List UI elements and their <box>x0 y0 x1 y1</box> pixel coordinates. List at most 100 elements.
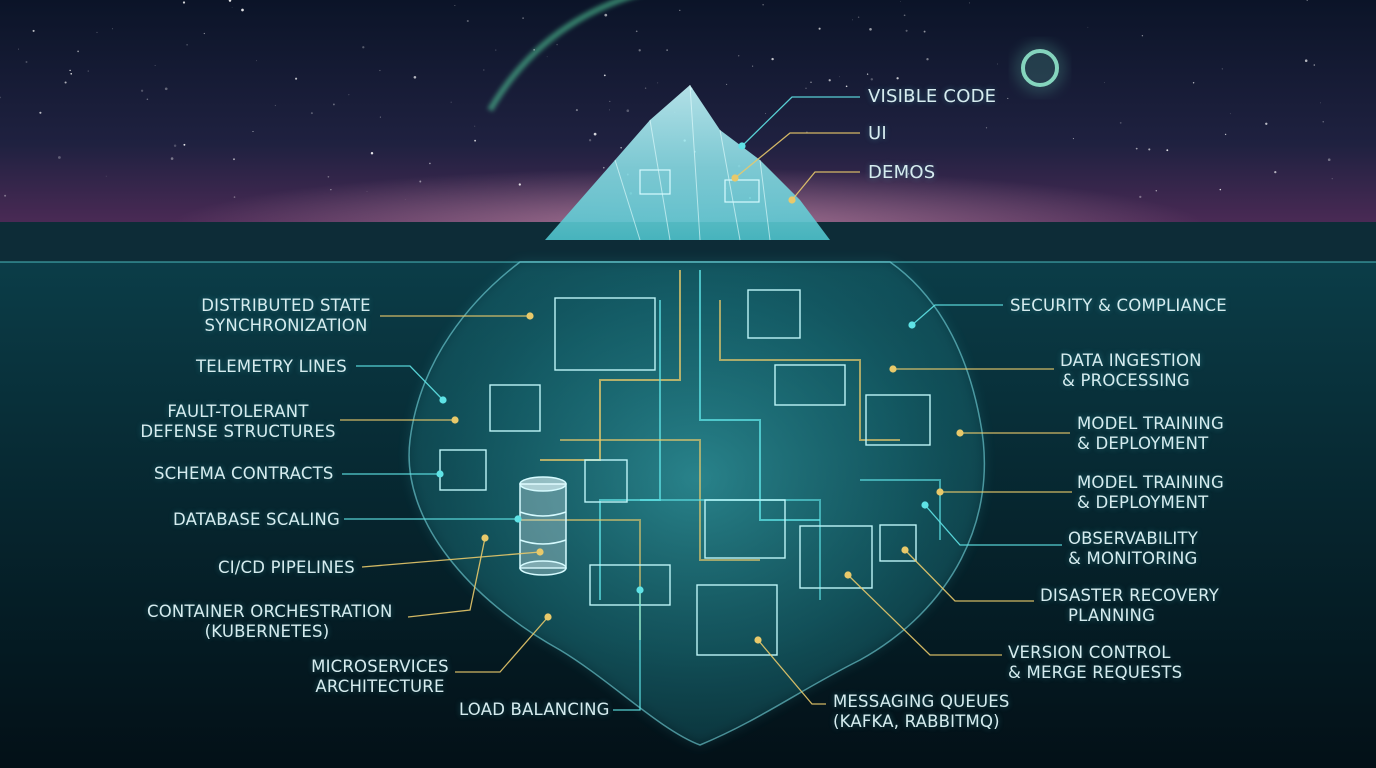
star <box>726 83 728 85</box>
star <box>231 7 233 8</box>
cicd-pipelines-label: CI/CD PIPELINES <box>218 558 355 577</box>
star <box>1166 149 1169 152</box>
observability-label: OBSERVABILITY & MONITORING <box>1068 529 1198 568</box>
star <box>896 77 899 80</box>
star <box>1221 68 1223 70</box>
demos-label: DEMOS <box>868 162 936 183</box>
leader-disaster <box>904 549 1034 602</box>
star <box>905 29 908 32</box>
star <box>1155 190 1158 192</box>
star <box>203 32 205 35</box>
star <box>25 61 28 63</box>
star <box>274 104 277 107</box>
star <box>413 76 417 79</box>
distributed-state-label: DISTRIBUTED STATE SYNCHRONIZATION <box>201 296 371 335</box>
leader-container-dot <box>481 534 489 542</box>
leader-telemetry <box>356 365 444 401</box>
data-ingestion-label: DATA INGESTION & PROCESSING <box>1060 351 1202 390</box>
star <box>635 30 638 33</box>
star <box>771 57 774 61</box>
star <box>483 69 485 71</box>
star <box>908 173 910 175</box>
star <box>327 175 330 178</box>
star <box>186 44 188 46</box>
model-training-label-1: MODEL TRAINING & DEPLOYMENT <box>1077 414 1224 453</box>
leader-cicd-dot <box>536 548 544 556</box>
star <box>765 112 767 114</box>
star <box>1319 102 1321 104</box>
disaster-recovery-label: DISASTER RECOVERY PLANNING <box>1040 586 1220 625</box>
star <box>869 28 872 31</box>
security-compliance-label: SECURITY & COMPLIANCE <box>1010 296 1227 315</box>
leader-observability <box>924 504 1062 546</box>
star <box>657 82 659 84</box>
leader-distributed-state-dot <box>526 312 534 320</box>
star <box>604 13 608 17</box>
star <box>111 28 113 30</box>
leader-database-dot <box>514 515 522 523</box>
model-training-label-2: MODEL TRAINING & DEPLOYMENT <box>1077 473 1224 512</box>
star <box>909 98 913 102</box>
version-control-label: VERSION CONTROL & MERGE REQUESTS <box>1008 643 1183 682</box>
load-balancing-label: LOAD BALANCING <box>459 700 610 719</box>
leader-dots <box>436 142 964 644</box>
leader-disaster-dot <box>901 546 909 554</box>
star <box>379 69 381 72</box>
star <box>474 139 477 142</box>
star <box>32 29 35 32</box>
star <box>77 50 79 53</box>
star <box>857 16 860 19</box>
leader-model-training-2-dot <box>936 488 944 496</box>
star <box>1229 113 1231 115</box>
star <box>154 65 156 67</box>
microservices-label: MICROSERVICES ARCHITECTURE <box>311 657 449 696</box>
star <box>1304 59 1308 62</box>
moon-glow <box>1014 42 1066 94</box>
star <box>603 74 606 77</box>
leader-ui-dot <box>731 174 739 182</box>
messaging-queues-label: MESSAGING QUEUES (KAFKA, RABBITMQ) <box>833 692 1010 731</box>
star <box>370 152 374 155</box>
star <box>752 65 754 67</box>
leader-cicd <box>361 551 541 568</box>
star <box>182 1 186 4</box>
star <box>4 194 7 197</box>
star <box>233 158 235 161</box>
leader-fault-tolerant-dot <box>451 416 459 424</box>
leader-version-control <box>847 574 1002 656</box>
star <box>818 27 821 30</box>
star <box>1322 121 1324 123</box>
star <box>1192 82 1195 84</box>
star <box>295 77 298 80</box>
leader-telemetry-dot <box>439 396 447 404</box>
star <box>903 14 906 17</box>
leader-visible-code <box>741 96 860 147</box>
fault-tolerant-label: FAULT-TOLERANT DEFENSE STRUCTURES <box>140 402 336 441</box>
planet-arc <box>487 0 630 112</box>
star <box>900 1 901 2</box>
leader-messaging <box>757 639 826 705</box>
star <box>105 175 107 177</box>
star <box>87 70 89 72</box>
star <box>1139 195 1142 199</box>
leader-load-balancing <box>613 590 641 711</box>
star <box>495 49 497 51</box>
star <box>146 98 149 101</box>
star <box>0 96 1 99</box>
star <box>738 55 740 57</box>
star <box>64 81 67 84</box>
leader-schema-dot <box>436 470 444 478</box>
star <box>839 76 840 78</box>
star <box>926 58 929 61</box>
tip-ui-panel <box>724 179 760 203</box>
star <box>1135 147 1138 150</box>
iceberg-tip-facets <box>614 84 771 241</box>
star <box>997 63 998 65</box>
leader-demos <box>791 171 860 201</box>
star <box>762 4 764 6</box>
internal-components <box>439 289 931 656</box>
database-cylinder <box>519 476 567 576</box>
star <box>609 100 611 102</box>
leader-lines <box>340 96 1072 711</box>
